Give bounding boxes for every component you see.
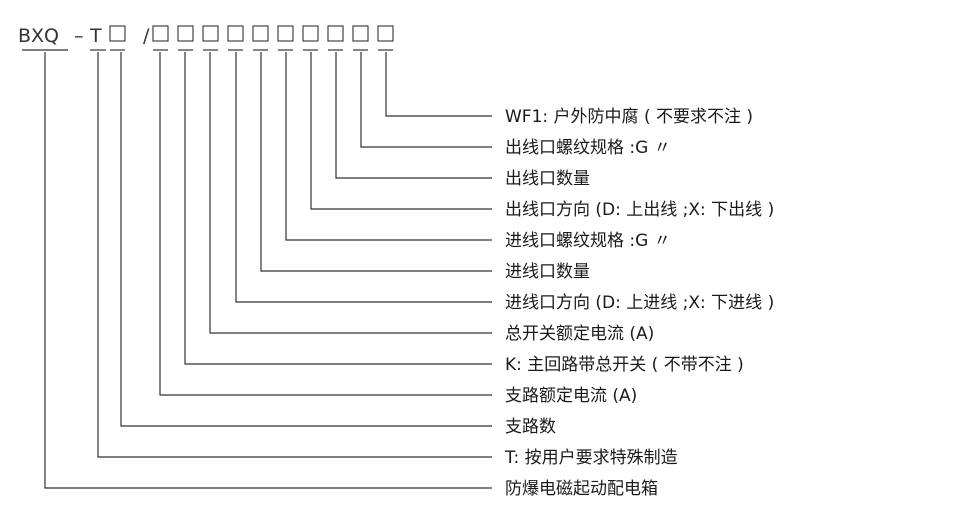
code-box-main-current	[202, 25, 219, 42]
code-dash: –	[74, 25, 84, 47]
model-code: BXQ – T /	[18, 25, 394, 47]
label-branch-current: 支路额定电流 (A)	[505, 386, 637, 406]
label-main-switch: K: 主回路带总开关 ( 不带不注 )	[505, 355, 744, 375]
leader-main-current	[209, 52, 492, 334]
leader-branch-current	[159, 52, 492, 396]
code-box-branch-current	[152, 25, 169, 42]
label-inlet-count: 进线口数量	[505, 262, 590, 282]
label-inlet-direction: 进线口方向 (D: 上进线 ;X: 下进线 )	[505, 293, 774, 313]
leader-branch-count	[120, 52, 492, 427]
code-box-outlet-direction	[302, 25, 319, 42]
code-slash: /	[143, 25, 150, 47]
leader-outlet-thread	[360, 52, 492, 148]
label-wf1: WF1: 户外防中腐 ( 不要求不注 )	[505, 107, 753, 127]
leader-inlet-direction	[235, 52, 492, 303]
code-box-inlet-direction	[227, 25, 244, 42]
leader-bxq	[44, 52, 492, 489]
leader-t-special	[97, 52, 492, 458]
code-t-letter: T	[89, 25, 102, 47]
leader-outlet-count	[335, 52, 492, 179]
code-box-inlet-count	[252, 25, 269, 42]
code-box-outlet-count	[327, 25, 344, 42]
code-box-main-switch	[177, 25, 194, 42]
code-box-branch-count	[109, 25, 126, 42]
legend-labels: WF1: 户外防中腐 ( 不要求不注 ) 出线口螺纹规格 :G 〃 出线口数量 …	[504, 107, 774, 499]
leader-lines	[44, 52, 492, 489]
label-bxq: 防爆电磁起动配电箱	[505, 479, 658, 499]
code-box-inlet-thread	[277, 25, 294, 42]
leader-inlet-thread	[285, 52, 492, 241]
label-outlet-direction: 出线口方向 (D: 上出线 ;X: 下出线 )	[505, 200, 774, 220]
label-outlet-thread: 出线口螺纹规格 :G 〃	[505, 138, 671, 158]
label-outlet-count: 出线口数量	[505, 169, 590, 189]
code-box-wf1	[377, 25, 394, 42]
label-main-current: 总开关额定电流 (A)	[505, 324, 654, 344]
leader-outlet-direction	[310, 52, 492, 210]
leader-wf1	[385, 52, 492, 117]
leader-inlet-count	[260, 52, 492, 272]
label-branch-count: 支路数	[505, 417, 556, 437]
label-t-special: T: 按用户要求特殊制造	[504, 448, 678, 468]
leader-main-switch	[184, 52, 492, 365]
code-prefix: BXQ	[18, 25, 59, 47]
label-inlet-thread: 进线口螺纹规格 :G 〃	[505, 231, 671, 251]
code-box-outlet-thread	[352, 25, 369, 42]
